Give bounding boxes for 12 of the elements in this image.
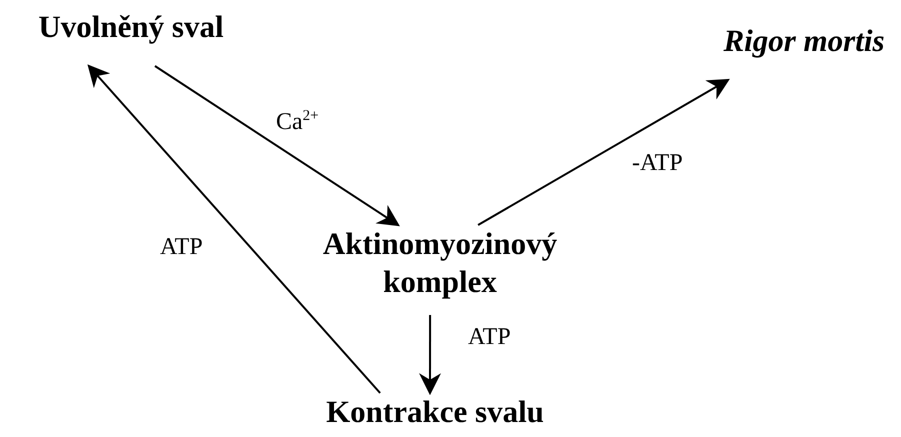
arrow [419,315,442,396]
node-label: Uvolněný sval [38,8,224,46]
edge-label: ATP [160,234,203,261]
edge-label: -ATP [632,150,683,177]
node-label: Kontrakce svalu [326,393,544,431]
arrow [154,65,400,226]
edge-label: Ca$^{2+}$ [276,108,319,136]
node-label: Aktinomyozinový komplex [322,225,558,301]
arrow [478,78,730,226]
arrow [87,64,381,394]
node-label: Rigor mortis [723,22,885,60]
edge-label: ATP [468,324,511,351]
